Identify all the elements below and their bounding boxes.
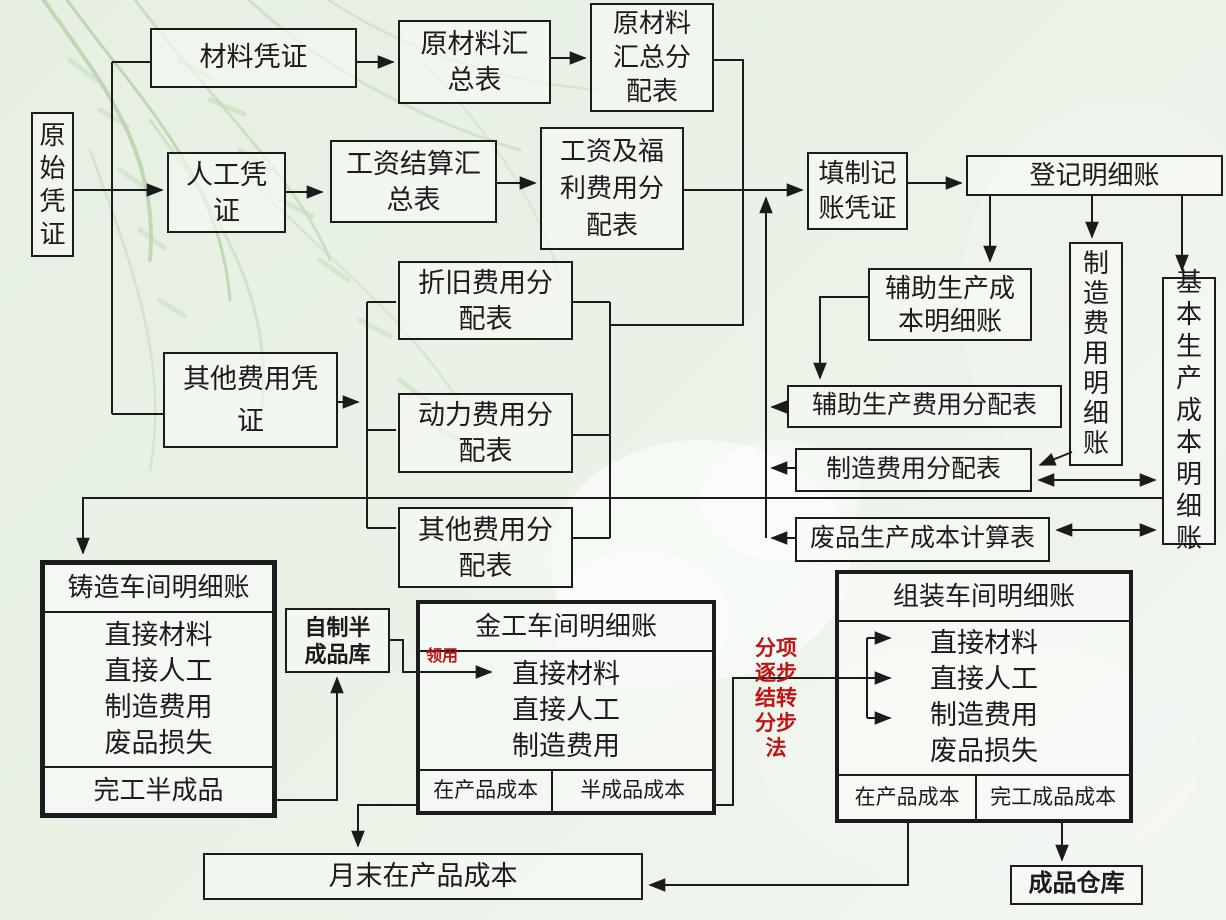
machining-ledger-title: 金工车间明细账 (420, 604, 712, 652)
raw-material-summary-box: 原材料汇 总表 (398, 20, 551, 104)
casting-item-scrap-loss: 废品损失 (104, 728, 213, 759)
aux-expense-allocation-box: 辅助生产费用分配表 (787, 385, 1062, 428)
assembly-item-scrap-loss: 废品损失 (930, 736, 1038, 767)
month-end-wip-cost-box: 月末在产品成本 (203, 853, 643, 900)
assembly-ledger-items: 直接材料 直接人工 制造费用 废品损失 (839, 622, 1129, 774)
raw-material-summary-label: 原材料汇 总表 (420, 29, 529, 95)
assembly-item-direct-material: 直接材料 (930, 628, 1038, 659)
casting-workshop-ledger: 铸造车间明细账 直接材料 直接人工 制造费用 废品损失 完工半成品 (40, 560, 277, 818)
material-voucher-box: 材料凭证 (150, 28, 357, 88)
casting-ledger-footer: 完工半成品 (45, 766, 272, 813)
original-voucher-box: 原 始 凭 证 (31, 112, 74, 257)
original-voucher-label: 原 始 凭 证 (39, 120, 66, 249)
casting-ledger-items: 直接材料 直接人工 制造费用 废品损失 (45, 613, 272, 766)
self-made-semiproduct-store-label: 自制半 成品库 (304, 614, 371, 667)
stepwise-method-annotation: 分项 逐步 结转 分步 法 (755, 636, 797, 760)
wage-welfare-allocation-label: 工资及福 利费用分 配表 (559, 137, 664, 240)
manufacturing-overhead-ledger-box: 制 造 费 用 明 细 账 (1069, 242, 1123, 466)
other-expense-voucher-box: 其他费用凭 证 (163, 352, 338, 448)
machining-item-manufacturing-overhead: 制造费用 (512, 731, 620, 762)
assembly-item-direct-labor: 直接人工 (930, 664, 1038, 695)
basic-production-cost-ledger-label: 基 本 生 产 成 本 明 细 账 (1175, 268, 1202, 553)
ledger-register-label: 登记明细账 (1029, 160, 1160, 190)
casting-finished-semiproduct: 完工半成品 (93, 775, 224, 805)
depreciation-allocation-box: 折旧费用分 配表 (398, 261, 573, 340)
machining-workshop-ledger: 金工车间明细账 直接材料 直接人工 制造费用 在产品成本 半成品成本 (416, 600, 716, 815)
manufacturing-allocation-box: 制造费用分配表 (795, 448, 1032, 492)
assembly-finished-product-cost: 完工成品成本 (990, 784, 1117, 809)
manufacturing-overhead-ledger-label: 制 造 费 用 明 细 账 (1082, 249, 1109, 458)
aux-production-cost-ledger-box: 辅助生产成 本明细账 (868, 268, 1032, 341)
casting-item-direct-labor: 直接人工 (104, 655, 213, 686)
finished-goods-warehouse-box: 成品仓库 (1010, 865, 1143, 905)
other-expense-allocation-box: 其他费用分 配表 (398, 507, 573, 588)
power-allocation-box: 动力费用分 配表 (398, 393, 573, 473)
receive-annotation: 领用 (425, 648, 458, 665)
wage-settlement-summary-label: 工资结算汇 总表 (346, 148, 481, 215)
casting-item-direct-material: 直接材料 (104, 619, 213, 650)
aux-production-cost-ledger-label: 辅助生产成 本明细账 (884, 273, 1015, 336)
machining-wip-cost: 在产品成本 (420, 771, 554, 811)
journal-voucher-box: 填制记 账凭证 (807, 152, 908, 230)
material-voucher-label: 材料凭证 (199, 42, 308, 73)
machining-semiproduct-cost: 半成品成本 (580, 778, 686, 803)
machining-ledger-footer: 在产品成本 半成品成本 (420, 769, 712, 811)
power-allocation-label: 动力费用分 配表 (418, 400, 553, 466)
aux-expense-allocation-label: 辅助生产费用分配表 (811, 392, 1037, 420)
manufacturing-allocation-label: 制造费用分配表 (825, 455, 1001, 483)
assembly-item-manufacturing-overhead: 制造费用 (930, 700, 1038, 731)
assembly-wip-cost: 在产品成本 (839, 776, 978, 819)
casting-item-manufacturing-overhead: 制造费用 (104, 692, 213, 723)
other-expense-voucher-label: 其他费用凭 证 (183, 364, 318, 436)
wage-settlement-summary-box: 工资结算汇 总表 (330, 140, 497, 223)
casting-ledger-title: 铸造车间明细账 (45, 565, 272, 613)
assembly-ledger-footer: 在产品成本 完工成品成本 (839, 774, 1129, 819)
wage-welfare-allocation-box: 工资及福 利费用分 配表 (540, 127, 684, 250)
scrap-cost-table-label: 废品生产成本计算表 (809, 525, 1035, 553)
labor-voucher-label: 人工凭 证 (186, 159, 267, 226)
journal-voucher-label: 填制记 账凭证 (818, 159, 897, 223)
machining-item-direct-labor: 直接人工 (512, 694, 620, 725)
basic-production-cost-ledger-box: 基 本 生 产 成 本 明 细 账 (1162, 268, 1216, 553)
assembly-ledger-title: 组装车间明细账 (839, 574, 1129, 622)
raw-material-allocation-label: 原材料 汇总分 配表 (612, 8, 691, 106)
machining-item-direct-material: 直接材料 (512, 658, 620, 689)
assembly-workshop-ledger: 组装车间明细账 直接材料 直接人工 制造费用 废品损失 在产品成本 完工成品成本 (835, 570, 1133, 823)
month-end-wip-cost-label: 月末在产品成本 (328, 860, 518, 891)
raw-material-allocation-box: 原材料 汇总分 配表 (590, 3, 714, 112)
self-made-semiproduct-store-box: 自制半 成品库 (285, 608, 390, 673)
ledger-register-box: 登记明细账 (966, 155, 1223, 196)
other-expense-allocation-label: 其他费用分 配表 (418, 514, 553, 581)
finished-goods-warehouse-label: 成品仓库 (1028, 871, 1125, 898)
scrap-cost-table-box: 废品生产成本计算表 (795, 517, 1050, 562)
depreciation-allocation-label: 折旧费用分 配表 (418, 267, 553, 334)
labor-voucher-box: 人工凭 证 (167, 152, 286, 233)
machining-ledger-items: 直接材料 直接人工 制造费用 (420, 652, 712, 769)
